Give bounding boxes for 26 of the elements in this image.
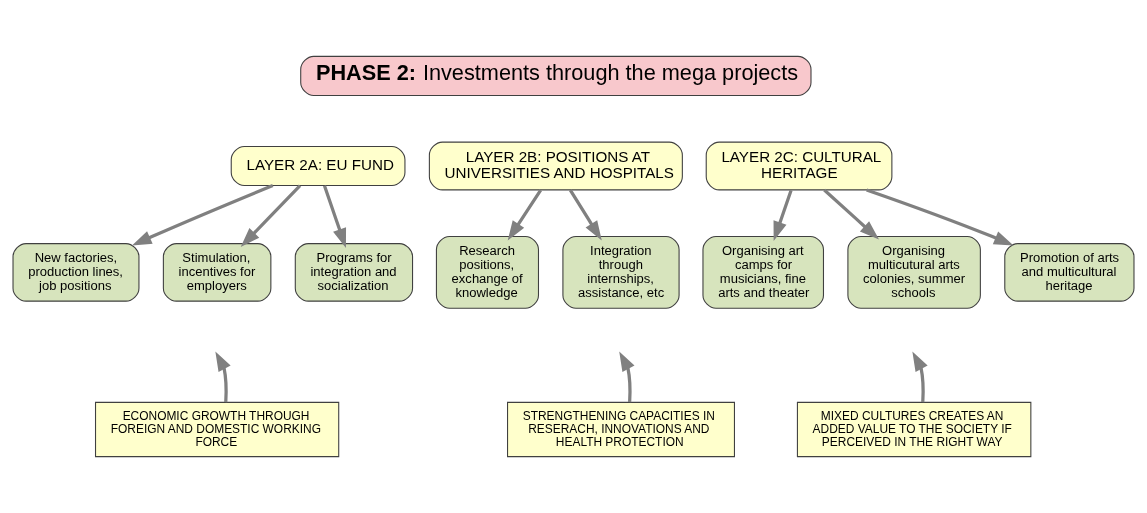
arrow	[773, 189, 793, 241]
node-box: Research positions, exchange of knowledge	[435, 236, 540, 309]
node-box: LAYER 2B: POSITIONS AT UNIVERSITIES AND HOSPITALS	[428, 141, 683, 191]
node-box: STRENGTHENING CAPACITIES IN RESERACH, INNOVATIONS AND HEALTH PROTECTION	[507, 401, 735, 458]
node-box: LAYER 2C: CULTURAL HERITAGE	[705, 141, 893, 191]
node-box: Promotion of arts and multicultural heritage	[1004, 243, 1135, 302]
node-box: Organising art camps for musicians, fine arts and theater	[702, 236, 825, 309]
node-box: New factories, production lines, job positions	[12, 243, 140, 302]
arrow	[131, 184, 274, 246]
node-box: Organising multicutural arts colonies, summer schools	[847, 236, 981, 309]
arrow	[507, 189, 543, 241]
arrow	[322, 185, 347, 249]
node-box: Integration through internships, assistance, etc	[562, 236, 680, 309]
node-box: Programs for integration and socialization	[294, 243, 414, 302]
arrow	[912, 351, 928, 403]
node-box: PHASE 2: Investments through the mega projects	[300, 55, 812, 96]
node-box: ECONOMIC GROWTH THROUGH FOREIGN AND DOMESTIC WORKING FORCE	[95, 401, 340, 458]
arrow	[619, 351, 635, 403]
node-box: LAYER 2A: EU FUND	[230, 145, 406, 187]
node-box: MIXED CULTURES CREATES AN ADDED VALUE TO THE SOCIETY IF PERCEIVED IN THE RIGHT WAY	[796, 401, 1032, 458]
node-box: Stimulation, incentives for employers	[162, 243, 272, 302]
arrow	[823, 188, 880, 240]
arrow	[866, 188, 1014, 246]
arrow	[215, 351, 231, 403]
arrow	[240, 184, 302, 247]
arrow	[568, 189, 602, 241]
